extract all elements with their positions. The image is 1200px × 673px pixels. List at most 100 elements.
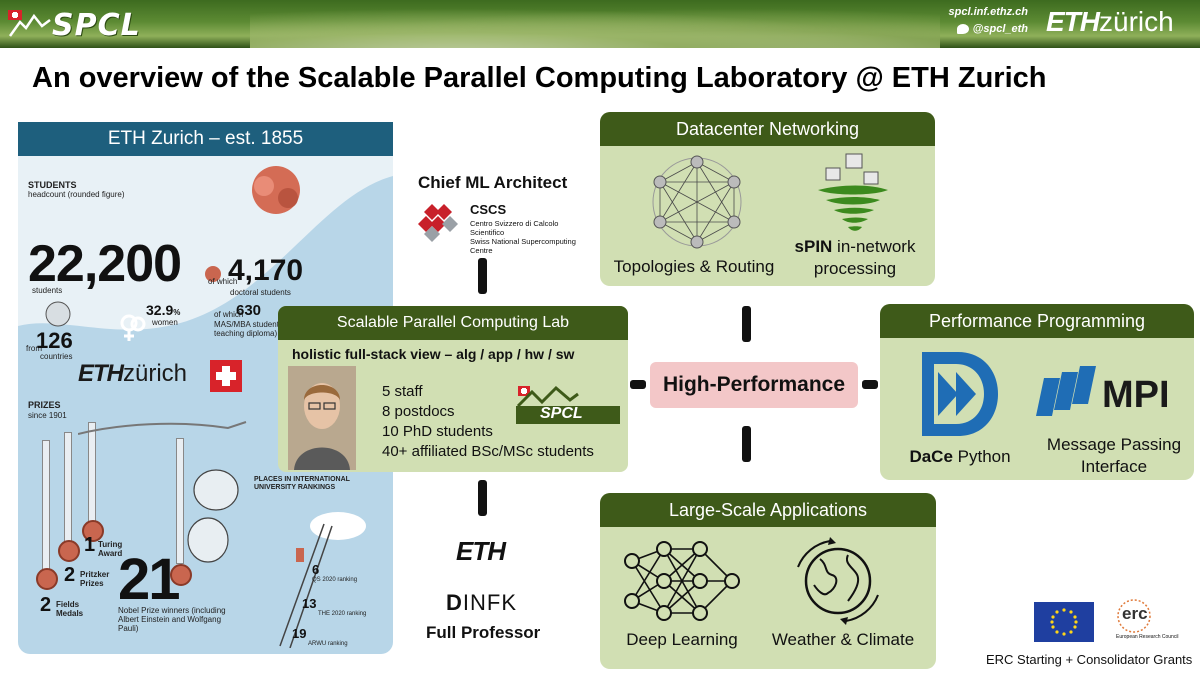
women-label: women <box>152 318 178 327</box>
hand-illustration <box>78 421 247 435</box>
connector-bar <box>630 380 646 389</box>
fields-label: Fields Medals <box>56 600 84 618</box>
header-banner: SPCL spcl.inf.ethz.ch @spcl_eth ETHzüric… <box>0 0 1200 48</box>
doctoral-count: 4,170 <box>228 254 304 287</box>
lab-box-header: Scalable Parallel Computing Lab <box>278 306 628 340</box>
gender-icon <box>120 314 146 341</box>
rank-qs-label: QS 2020 ranking <box>312 577 358 583</box>
of-which-label-2: of which <box>214 310 244 319</box>
spin-tornado-icon <box>818 153 888 231</box>
performance-programming-box: Performance Programming DaCe Python MPI … <box>880 304 1194 480</box>
chief-ml-architect-label: Chief ML Architect <box>418 173 568 192</box>
large-scale-applications-box: Large-Scale Applications Deep Learning W… <box>600 493 936 669</box>
spcl-lab-box: Scalable Parallel Computing Lab holistic… <box>278 306 628 472</box>
students-word: students <box>32 286 63 295</box>
affiliated-count: 40+ affiliated BSc/MSc students <box>382 443 594 460</box>
rank-arwu-label: ARWU ranking <box>308 641 348 647</box>
cscs-name: CSCS <box>470 202 507 217</box>
mountain-logo-icon <box>8 13 51 37</box>
medal-icon <box>170 564 192 586</box>
rank-arwu: 19 <box>292 626 307 641</box>
swiss-flag-icon <box>8 10 22 20</box>
prizes-heading: PRIZES <box>28 400 61 410</box>
pritzker-label: Pritzker Prizes <box>80 570 110 588</box>
holistic-view-text: holistic full-stack view – alg / app / h… <box>292 346 575 362</box>
medal-ribbon <box>42 440 50 570</box>
datacenter-networking-box: Datacenter Networking Topologies & Routi… <box>600 112 935 286</box>
slide-title: An overview of the Scalable Parallel Com… <box>32 62 1047 94</box>
mpi-logo-text: MPI <box>1102 374 1170 416</box>
network-topology-icon <box>652 155 742 249</box>
rank-qs: 6 <box>312 562 320 577</box>
doctoral-label: doctoral students <box>230 288 291 297</box>
connector-bar <box>478 480 487 516</box>
erc-logo-subtitle: European Research Council <box>1116 634 1179 640</box>
medal-icon <box>58 540 80 562</box>
students-subheading: headcount (rounded figure) <box>28 190 125 199</box>
performance-header: Performance Programming <box>880 304 1194 338</box>
erc-logo[interactable]: erc European Research Council <box>1107 598 1179 642</box>
connector-bar <box>478 258 487 294</box>
phd-count: 10 PhD students <box>382 423 493 440</box>
mas-label: MAS/MBA students (incl. teaching diploma… <box>214 320 303 338</box>
staff-count: 5 staff <box>382 383 423 400</box>
rank-the-label: THE 2020 ranking <box>318 611 367 617</box>
high-performance-hub: High-Performance <box>650 362 858 408</box>
deep-learning-caption: Deep Learning <box>626 630 738 649</box>
medal-icon <box>36 568 58 590</box>
lab-logo-text: SPCL <box>540 405 583 422</box>
eth-zurich-logo-panel: ETHzürich <box>78 360 188 387</box>
eu-flag-icon <box>1034 602 1094 642</box>
countries-count: 126 <box>36 328 73 353</box>
mountain-panorama <box>250 8 940 48</box>
eth-infographic: ETH Zurich – est. 1855 STUDENTS headcoun… <box>18 122 393 654</box>
neural-network-icon <box>624 541 740 621</box>
countries-label: countries <box>40 352 73 361</box>
nobel-label: Nobel Prize winners (including Albert Ei… <box>118 606 226 633</box>
weather-climate-caption: Weather & Climate <box>771 630 915 649</box>
applications-header: Large-Scale Applications <box>600 493 936 527</box>
ladder-illustration <box>279 512 366 648</box>
globe-weather-icon <box>797 537 879 625</box>
connector-bar <box>862 380 878 389</box>
erc-grants-label: ERC Starting + Consolidator Grants <box>986 652 1193 667</box>
students-heading: STUDENTS <box>28 180 77 190</box>
medal-ribbon <box>64 432 72 542</box>
swiss-flag-icon <box>210 360 242 392</box>
women-percentage: 32.9% <box>146 302 181 318</box>
social-links: spcl.inf.ethz.ch @spcl_eth <box>940 4 1028 38</box>
topologies-routing-caption: Topologies & Routing <box>613 257 775 276</box>
staff-list: 5 staff 8 postdocs 10 PhD students 40+ a… <box>382 382 594 462</box>
rank-the: 13 <box>302 596 317 611</box>
erc-logo-text: erc <box>1122 604 1148 623</box>
dace-logo-icon <box>922 352 998 436</box>
fields-count: 2 <box>40 594 52 616</box>
dace-caption: DaCe Python <box>909 447 1011 466</box>
website-link[interactable]: spcl.inf.ethz.ch <box>948 6 1028 18</box>
rankings-heading: PLACES IN INTERNATIONAL UNIVERSITY RANKI… <box>254 476 350 491</box>
mas-count: 630 <box>236 302 262 319</box>
connector-bar <box>742 426 751 462</box>
spcl-lab-logo: SPCL <box>516 384 620 424</box>
postdoc-count: 8 postdocs <box>382 403 455 420</box>
nobel-count: 21 <box>118 547 180 612</box>
cscs-logo[interactable]: CSCS Centro Svizzero di Calcolo Scientif… <box>414 200 594 255</box>
dinfk-logo[interactable]: DINFK <box>446 590 518 615</box>
of-which-label: of which <box>208 277 238 286</box>
twitter-link[interactable]: @spcl_eth <box>940 21 1028 38</box>
eth-panel-header: ETH Zurich – est. 1855 <box>18 122 393 156</box>
erc-logos: erc European Research Council <box>1034 598 1184 644</box>
turing-label: Turing Award <box>98 540 123 558</box>
countries-from: from <box>26 344 42 353</box>
full-professor-label: Full Professor <box>426 623 541 642</box>
eth-logo[interactable]: ETH <box>456 536 506 566</box>
eth-zurich-logo[interactable]: ETHzürich <box>1046 6 1174 37</box>
prizes-since: since 1901 <box>28 411 67 420</box>
pritzker-count: 2 <box>64 564 76 586</box>
cscs-diamond-icon <box>418 204 458 242</box>
spcl-logo[interactable]: SPCL <box>52 8 141 43</box>
connector-bar <box>742 306 751 342</box>
